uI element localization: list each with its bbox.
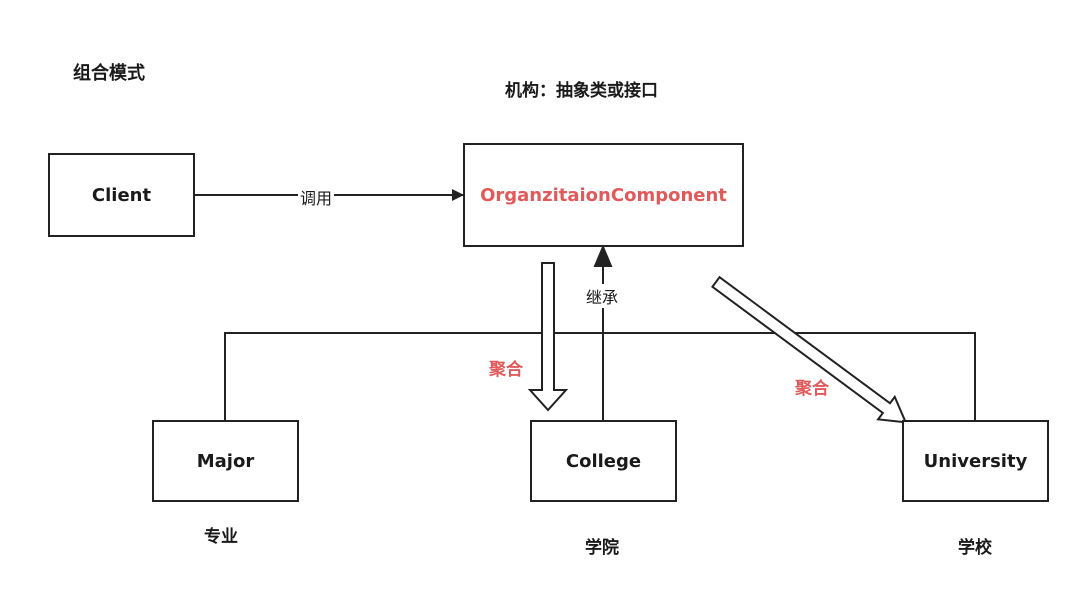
college-caption: 学院 <box>585 538 619 558</box>
diagram-title: 组合模式 <box>73 63 145 84</box>
component-node: OrganzitaionComponent <box>463 143 744 247</box>
inheritance-bus-line <box>224 332 976 420</box>
college-label: College <box>565 450 642 472</box>
university-caption: 学校 <box>958 538 992 558</box>
university-label: University <box>923 450 1028 472</box>
call-label: 调用 <box>298 185 335 209</box>
component-caption: 机构：抽象类或接口 <box>505 81 658 101</box>
major-caption: 专业 <box>204 527 238 547</box>
client-node: Client <box>48 153 195 237</box>
university-node: University <box>902 420 1049 502</box>
major-node: Major <box>152 420 299 502</box>
inherit-label: 继承 <box>584 284 621 308</box>
college-node: College <box>530 420 677 502</box>
inherit-arrow-head <box>593 244 613 267</box>
aggregate-college-arrow <box>527 262 569 412</box>
aggregate-university-arrow <box>711 275 908 424</box>
client-label: Client <box>91 184 152 206</box>
component-label: OrganzitaionComponent <box>480 184 727 206</box>
aggregate-university-label: 聚合 <box>795 379 829 399</box>
aggregate-college-label: 聚合 <box>489 360 523 380</box>
major-label: Major <box>196 450 255 472</box>
